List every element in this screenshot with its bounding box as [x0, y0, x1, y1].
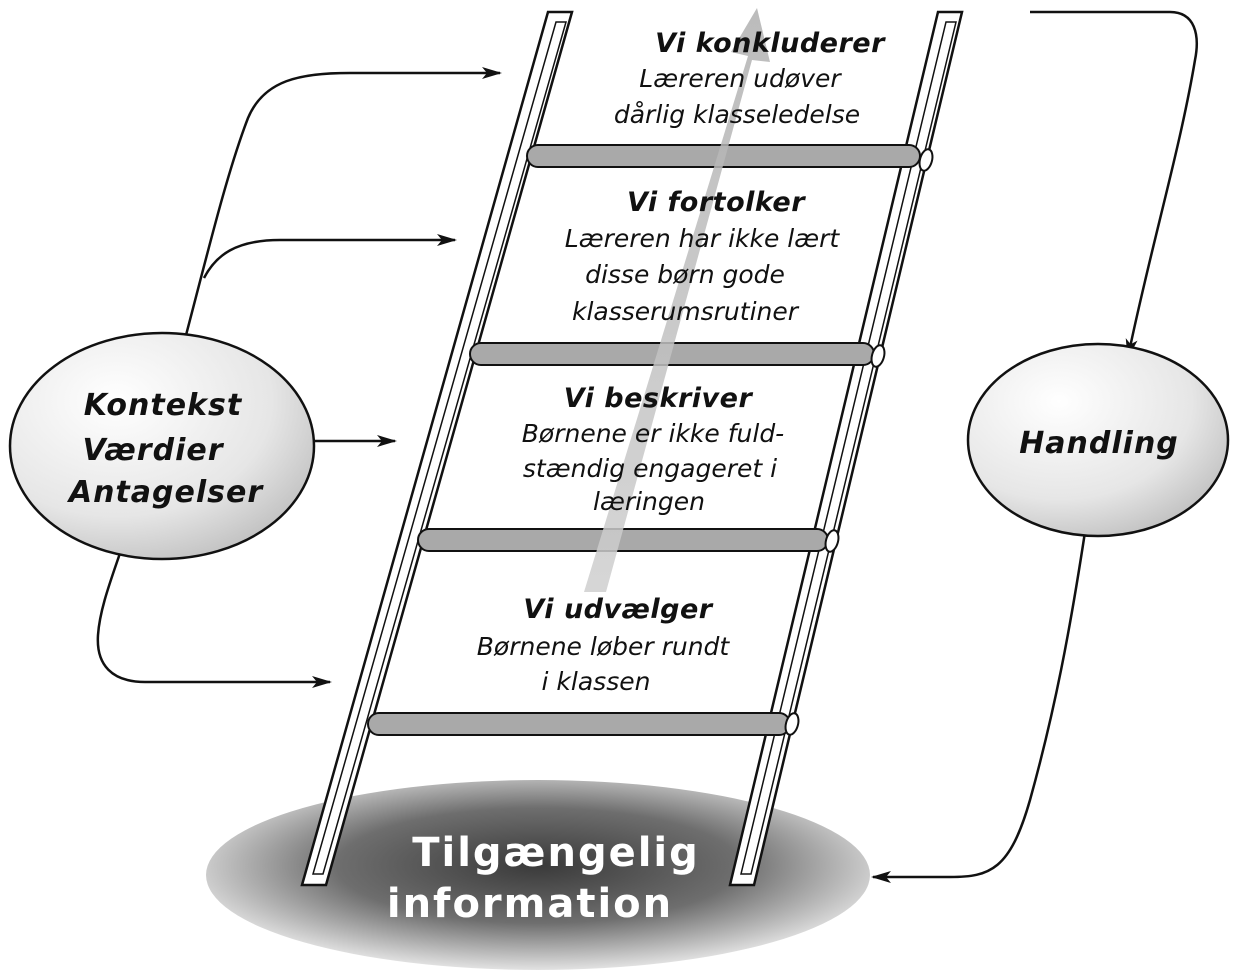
ladder-right-rail: [728, 10, 964, 887]
rung-line: Læreren udøver: [639, 64, 842, 93]
rung-line: klasserumsrutiner: [572, 297, 800, 326]
rung-line: læringen: [593, 487, 705, 516]
context-arrows: [96, 67, 502, 688]
arrow-top-to-handling: [1030, 10, 1198, 359]
action-oval-shape: [966, 342, 1230, 538]
rung-bolt: [870, 344, 886, 368]
ladder-right-rail-inner: [740, 21, 957, 875]
ladder-left-rail: [300, 10, 574, 887]
arrow-handling-to-base: [871, 531, 1087, 883]
rung-title: Vi beskriver: [564, 383, 754, 414]
action-oval: Handling: [966, 342, 1230, 538]
context-oval-shape: [8, 331, 316, 561]
ladder: [300, 10, 964, 887]
arrow-to-udvaelger: [96, 534, 332, 688]
rung-line: disse børn gode: [585, 260, 785, 289]
base-information-label: information: [387, 881, 673, 927]
rung-title: Vi udvælger: [523, 594, 713, 625]
context-oval: Kontekst Værdier Antagelser: [8, 331, 316, 561]
ladder-rung: [417, 528, 829, 552]
ladder-left-rail-inner: [312, 21, 567, 875]
rung-line: Børnene er ikke fuld-: [522, 419, 784, 448]
rung-bolt: [784, 712, 800, 736]
base-information-label: Tilgængelig: [412, 830, 700, 876]
rung-line: dårlig klasseledelse: [614, 100, 860, 129]
rung-line: stændig engageret i: [523, 454, 777, 483]
base-information-ellipse: [206, 780, 870, 970]
rung-line: i klassen: [542, 667, 651, 696]
context-oval-label: Værdier: [82, 433, 224, 468]
rung-text-beskriver: Vi beskriver Børnene er ikke fuld- stænd…: [522, 383, 784, 516]
rung-text-konkluderer: Vi konkluderer Læreren udøver dårlig kla…: [614, 28, 886, 129]
action-arrows: [871, 10, 1198, 883]
rung-line: Læreren har ikke lært: [565, 224, 841, 253]
rung-bolt: [918, 148, 934, 172]
rung-title: Vi konkluderer: [655, 28, 886, 59]
action-oval-label: Handling: [1019, 426, 1179, 461]
ladder-rung: [367, 712, 791, 736]
arrow-to-fortolker: [202, 234, 457, 279]
rung-text-udvaelger: Vi udvælger Børnene løber rundt i klasse…: [477, 594, 731, 696]
rung-text-fortolker: Vi fortolker Læreren har ikke lært disse…: [565, 187, 841, 326]
context-oval-label: Antagelser: [67, 475, 264, 510]
upward-arrow: [584, 8, 770, 592]
arrow-to-konkluderer: [178, 67, 502, 359]
rung-title: Vi fortolker: [627, 187, 806, 218]
rung-bolt: [824, 529, 840, 553]
context-oval-label: Kontekst: [84, 388, 243, 423]
rung-line: Børnene løber rundt: [477, 632, 731, 661]
